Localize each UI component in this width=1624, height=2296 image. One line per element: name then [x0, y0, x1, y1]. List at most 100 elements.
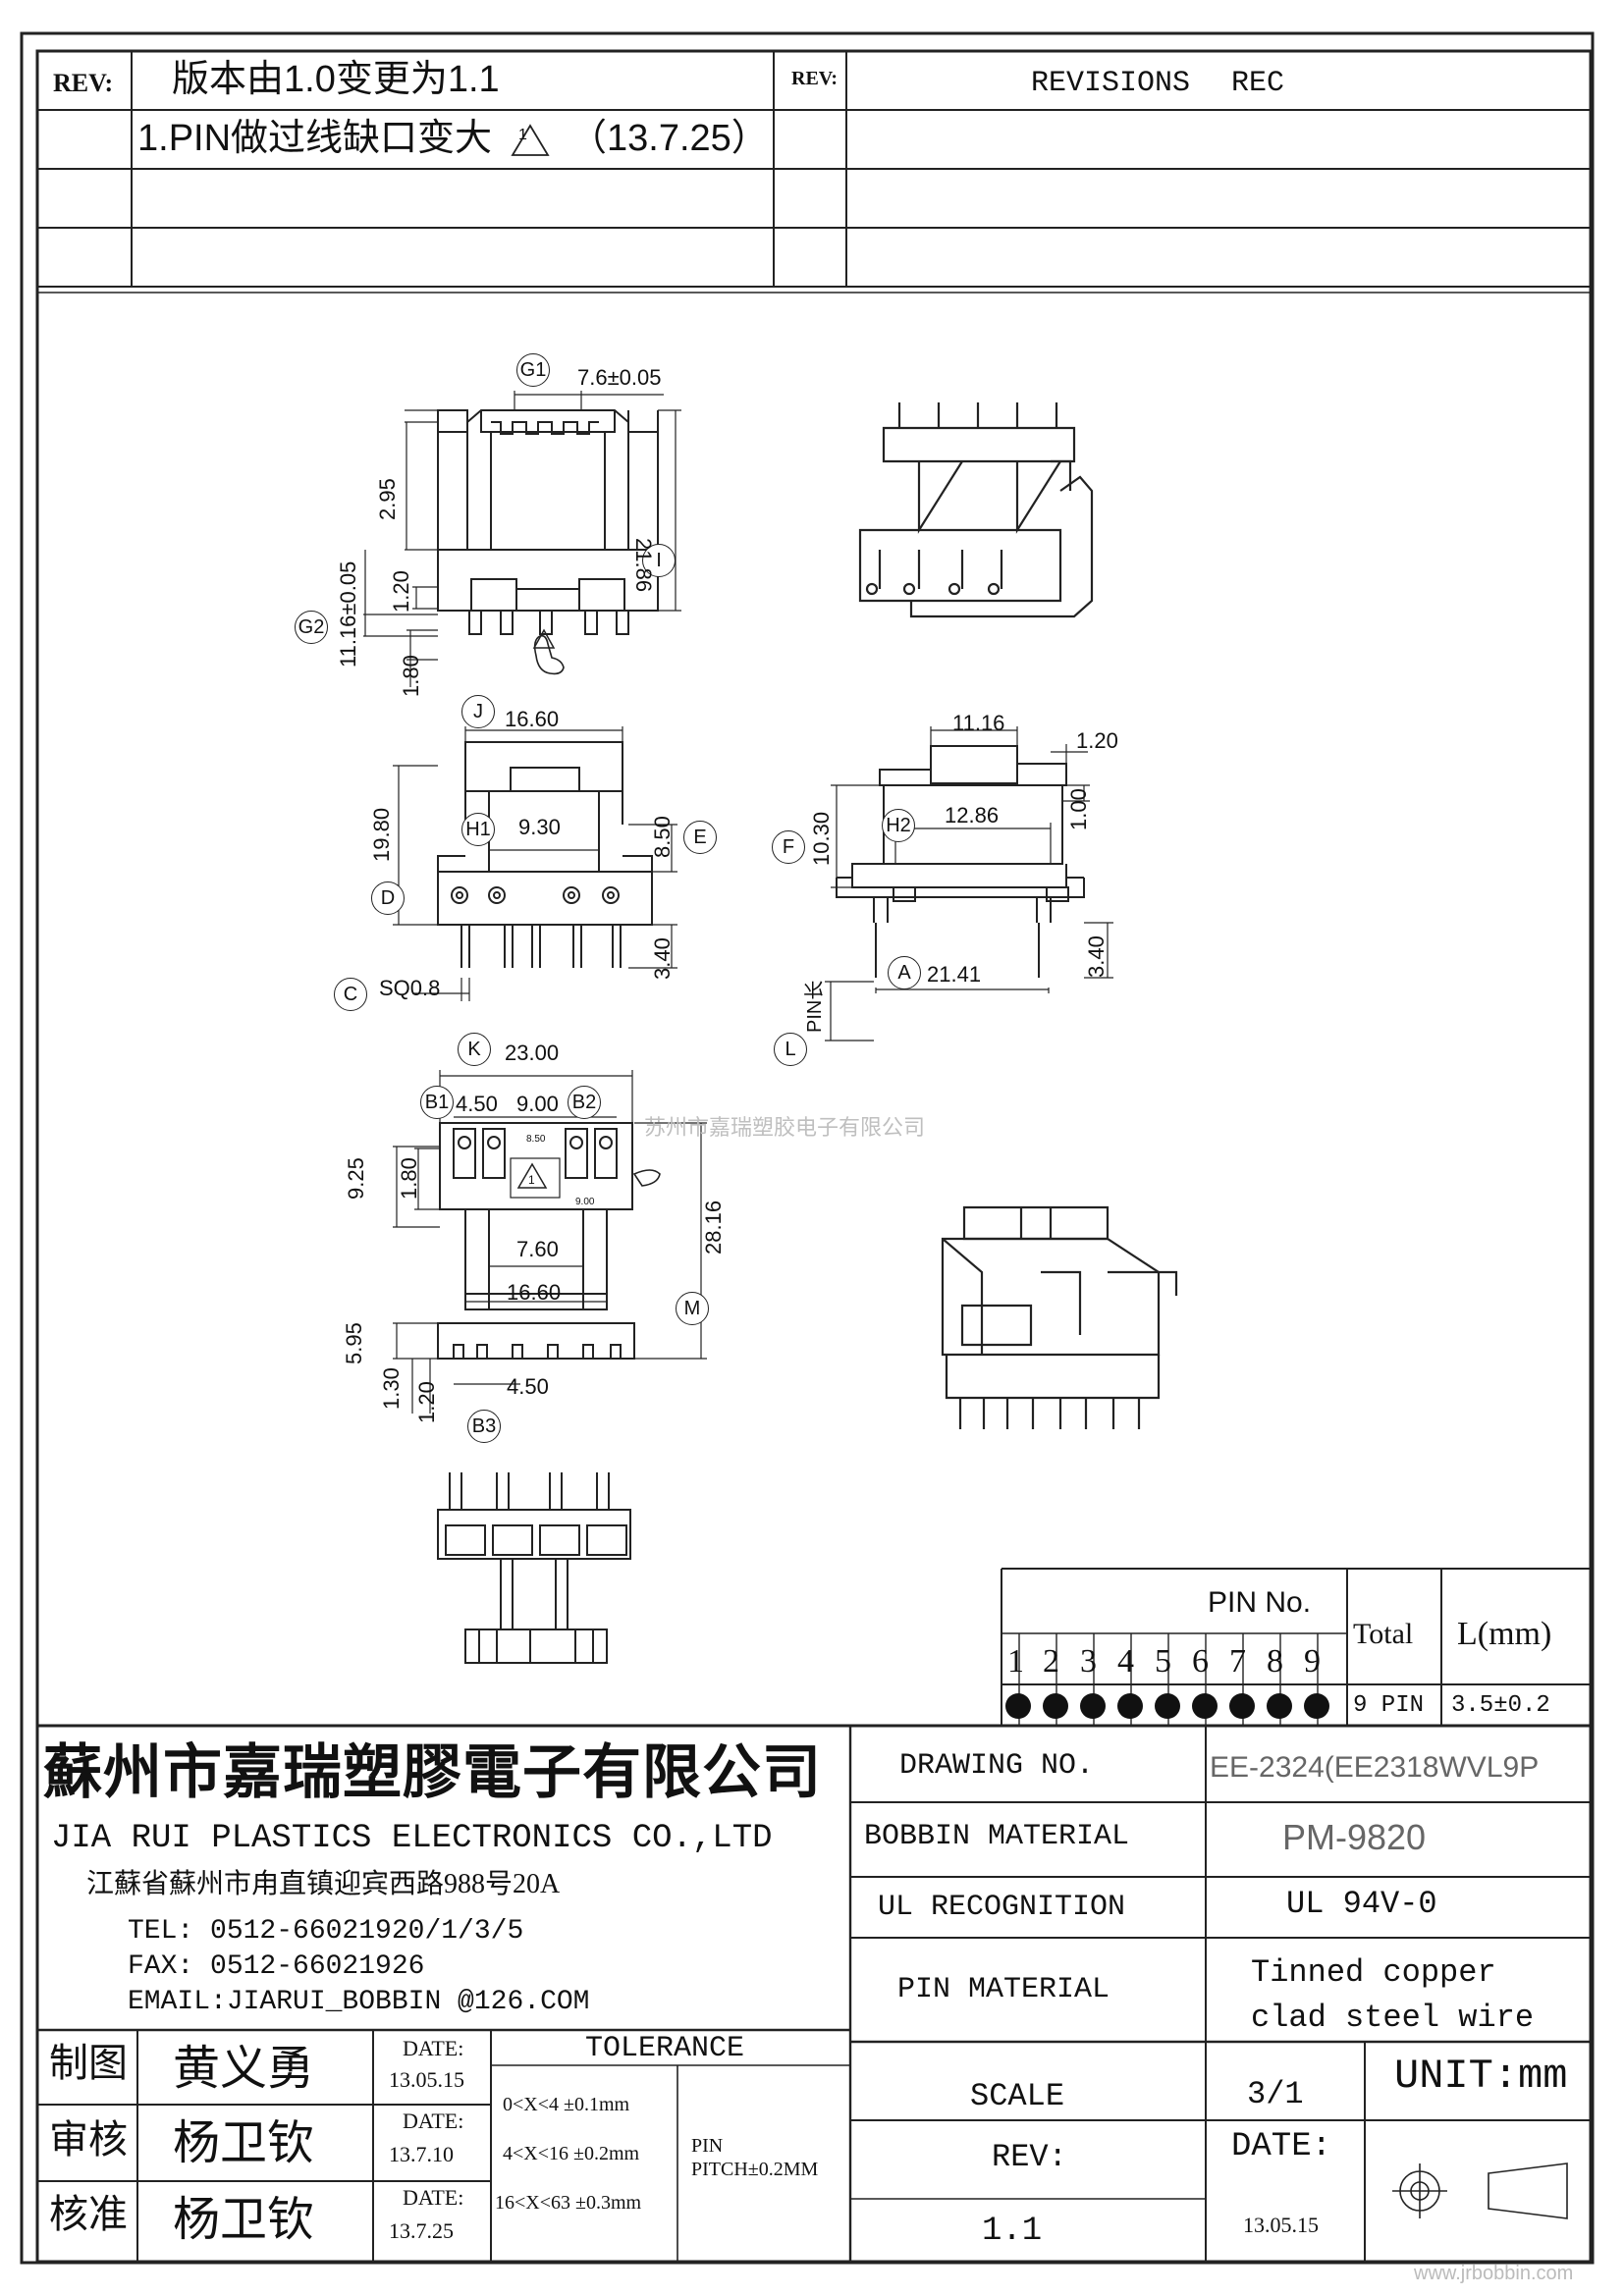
rev-label-right: REV: [791, 68, 839, 89]
pin-6: 6 [1192, 1643, 1209, 1680]
dim-11-16: 11.16 [952, 711, 1005, 735]
signoff-date-1: 13.05.15 [389, 2067, 464, 2092]
scale-label: SCALE [970, 2078, 1065, 2114]
bottom-view [437, 1472, 631, 1664]
dim-1-20-c: 1.20 [414, 1381, 439, 1423]
footer-rev-value: 1.1 [982, 2213, 1043, 2250]
dim-1-20-b: 1.20 [1076, 728, 1118, 753]
bubble-h1: H1 [461, 813, 495, 846]
dim-21-41: 21.41 [927, 962, 982, 987]
tolerance-header: TOLERANCE [585, 2032, 745, 2065]
dim-21-86: 21.86 [631, 538, 656, 593]
company-name-en: JIA RUI PLASTICS ELECTRONICS CO.,LTD [51, 1820, 773, 1857]
side-view-left [437, 741, 653, 968]
company-email: EMAIL:JIARUI_BOBBIN @126.COM [128, 1987, 590, 2017]
signoff-date-3: 13.7.25 [389, 2218, 454, 2243]
projection-symbol [1392, 2163, 1568, 2219]
bubble-g2: G2 [295, 611, 328, 644]
bubble-b2: B2 [568, 1086, 601, 1119]
pin-table-header: PIN No. [1208, 1586, 1312, 1619]
signoff-date-label-3: DATE: [403, 2185, 464, 2210]
dim-4-50-b: 4.50 [507, 1374, 549, 1399]
signoff-date-label-2: DATE: [403, 2109, 464, 2133]
tolerance-3: 16<X<63 ±0.3mm [495, 2192, 642, 2214]
pin-5: 5 [1155, 1643, 1171, 1680]
top-view [437, 1122, 661, 1360]
dim-9-25: 9.25 [344, 1157, 368, 1200]
signoff-date-2: 13.7.10 [389, 2142, 454, 2166]
bubble-j: J [461, 695, 495, 728]
pin-8: 8 [1267, 1643, 1283, 1680]
signoff-name-3: 杨卫钦 [173, 2194, 315, 2246]
dim-19-80: 19.80 [369, 807, 394, 862]
dim-16-60-a: 16.60 [505, 707, 560, 731]
revision-triangle-icon [511, 124, 550, 156]
pin-dot-9 [1304, 1693, 1329, 1719]
pin-pitch-1: PIN [691, 2135, 724, 2157]
pin-material-label: PIN MATERIAL [897, 1973, 1110, 2006]
bubble-g1: G1 [516, 353, 550, 387]
bubble-b1: B1 [420, 1086, 454, 1119]
dim-1-20-a: 1.20 [389, 570, 413, 613]
pin-1: 1 [1007, 1643, 1024, 1680]
top-view-dims [393, 1070, 707, 1414]
pin-table-l-label: L(mm) [1457, 1616, 1552, 1652]
dim-pin-length: PIN长 [804, 980, 826, 1033]
bubble-i: I [642, 544, 676, 577]
dim-sq: SQ0.8 [379, 976, 441, 1000]
dim-1-00: 1.00 [1066, 788, 1091, 830]
rev-row-2-triangle [511, 124, 550, 163]
center-watermark: 苏州市嘉瑞塑胶电子有限公司 [644, 1115, 926, 1140]
side-view-right-dims [825, 726, 1113, 1041]
footer-rev-label: REV: [992, 2139, 1067, 2175]
signoff-date-label-1: DATE: [403, 2036, 464, 2060]
pin-pitch-2: PITCH±0.2MM [691, 2159, 819, 2180]
pin-dot-4 [1117, 1693, 1143, 1719]
dim-small-1: 8.50 [526, 1134, 546, 1145]
bubble-c: C [334, 978, 367, 1011]
dim-2-95: 2.95 [375, 478, 400, 520]
dim-10-30: 10.30 [809, 811, 834, 866]
pin-dot-row [1005, 1693, 1345, 1721]
dim-11-16-tol: 11.16±0.05 [336, 561, 360, 667]
drawing-no-value: EE-2324(EE2318WVL9P [1210, 1751, 1540, 1784]
company-tel: TEL: 0512-66021920/1/3/5 [128, 1916, 524, 1947]
pin-table-total-label: Total [1353, 1618, 1414, 1650]
dim-9-30: 9.30 [518, 815, 561, 839]
dim-12-86: 12.86 [945, 803, 1000, 828]
triangle-marker: 1 [528, 1173, 535, 1187]
signoff-role-1: 制图 [49, 2041, 128, 2085]
front-view-top-dims [363, 391, 681, 687]
dim-4-50-a: 4.50 [456, 1092, 498, 1116]
dim-23-00: 23.00 [505, 1041, 560, 1065]
pin-dot-2 [1043, 1693, 1068, 1719]
bubble-k: K [458, 1033, 491, 1066]
front-view-top [437, 409, 659, 675]
bubble-f: F [772, 830, 805, 864]
pin-dot-6 [1192, 1693, 1218, 1719]
dim-5-95: 5.95 [342, 1322, 366, 1364]
ul-value: UL 94V-0 [1286, 1886, 1437, 1922]
tolerance-1: 0<X<4 ±0.1mm [503, 2094, 630, 2115]
pin-material-value-1: Tinned copper [1251, 1954, 1496, 1991]
pin-dot-1 [1005, 1693, 1031, 1719]
footer-url: www.jrbobbin.com [1414, 2263, 1574, 2284]
dim-7-6: 7.6±0.05 [577, 365, 662, 390]
pin-9: 9 [1304, 1643, 1321, 1680]
title-block-grid [37, 1724, 1591, 2262]
dim-7-60: 7.60 [516, 1237, 559, 1261]
pin-number-row: 1 2 3 4 5 6 7 8 9 [1001, 1641, 1347, 1681]
unit-label: UNIT:mm [1394, 2053, 1568, 2100]
footer-date-label: DATE: [1231, 2128, 1332, 2165]
pin-dot-5 [1155, 1693, 1180, 1719]
dim-1-80-a: 1.80 [399, 655, 423, 697]
bobbin-material-label: BOBBIN MATERIAL [864, 1820, 1130, 1853]
rev-row-2-marker: 1 [518, 127, 527, 143]
scale-value: 3/1 [1247, 2076, 1304, 2112]
rev-row-1: 版本由1.0变更为1.1 [172, 59, 500, 100]
drawing-no-label: DRAWING NO. [899, 1749, 1095, 1783]
rev-row-2: 1.PIN做过线缺口变大 [137, 118, 493, 159]
pin-2: 2 [1043, 1643, 1059, 1680]
footer-date-value: 13.05.15 [1243, 2213, 1319, 2237]
